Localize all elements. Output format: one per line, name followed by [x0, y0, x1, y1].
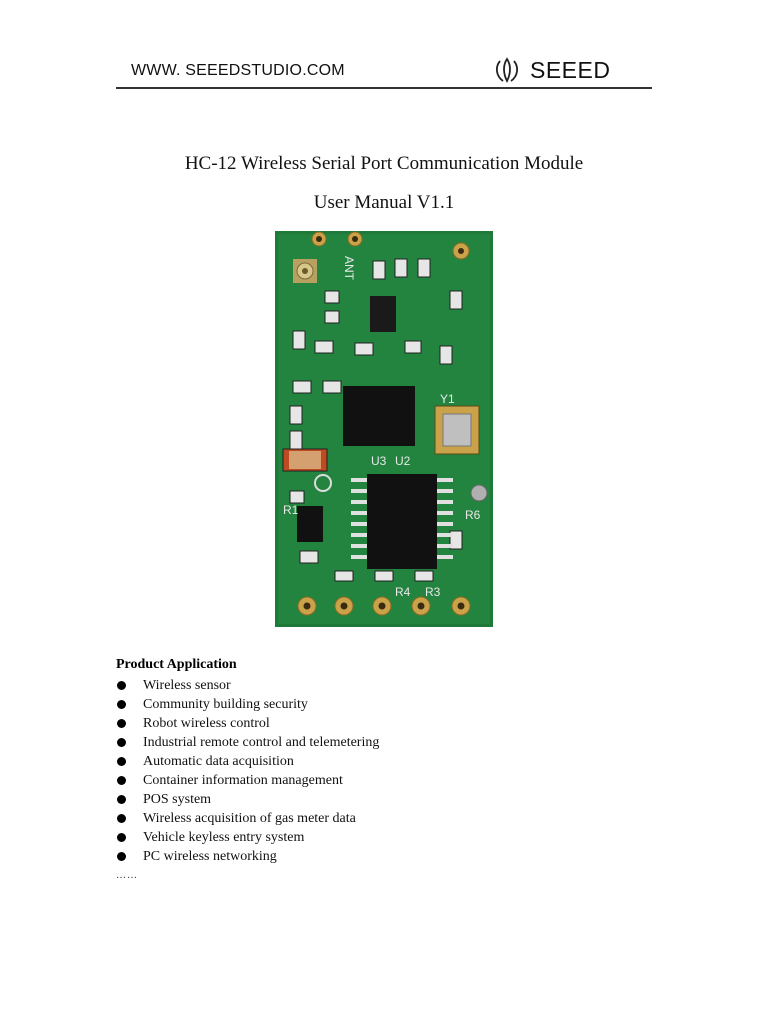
bullet-icon: [117, 738, 126, 747]
svg-text:R1: R1: [283, 503, 299, 517]
bullet-icon: [117, 719, 126, 728]
header-divider: [116, 87, 652, 89]
list-item: Robot wireless control: [116, 714, 379, 733]
bullet-icon: [117, 776, 126, 785]
bullet-icon: [117, 681, 126, 690]
list-item: Automatic data acquisition: [116, 752, 379, 771]
list-item: Wireless acquisition of gas meter data: [116, 809, 379, 828]
seeed-logo-icon: [496, 57, 518, 84]
section-heading-product-application: Product Application: [116, 657, 237, 672]
list-item: POS system: [116, 790, 379, 809]
header-website: WWW. SEEEDSTUDIO.COM: [131, 62, 345, 79]
svg-text:R6: R6: [465, 508, 481, 522]
application-list: Wireless sensor Community building secur…: [116, 676, 379, 866]
list-item: Community building security: [116, 695, 379, 714]
list-item: Container information management: [116, 771, 379, 790]
bullet-icon: [117, 833, 126, 842]
list-ellipsis: ……: [116, 870, 138, 881]
list-item: Industrial remote control and telemeteri…: [116, 733, 379, 752]
list-item: PC wireless networking: [116, 847, 379, 866]
svg-text:R4: R4: [395, 585, 411, 599]
list-item: Vehicle keyless entry system: [116, 828, 379, 847]
bullet-icon: [117, 757, 126, 766]
svg-text:R3: R3: [425, 585, 441, 599]
bullet-icon: [117, 700, 126, 709]
svg-text:Y1: Y1: [440, 392, 455, 406]
list-item: Wireless sensor: [116, 676, 379, 695]
document-subtitle: User Manual V1.1: [313, 192, 455, 213]
document-title: HC-12 Wireless Serial Port Communication…: [184, 153, 584, 174]
svg-text:ANT: ANT: [342, 256, 356, 281]
bullet-icon: [117, 852, 126, 861]
header-brand: SEEED: [492, 54, 610, 86]
bullet-icon: [117, 814, 126, 823]
svg-text:U3: U3: [371, 454, 387, 468]
bullet-icon: [117, 795, 126, 804]
svg-text:U2: U2: [395, 454, 411, 468]
brand-name: SEEED: [530, 56, 611, 83]
